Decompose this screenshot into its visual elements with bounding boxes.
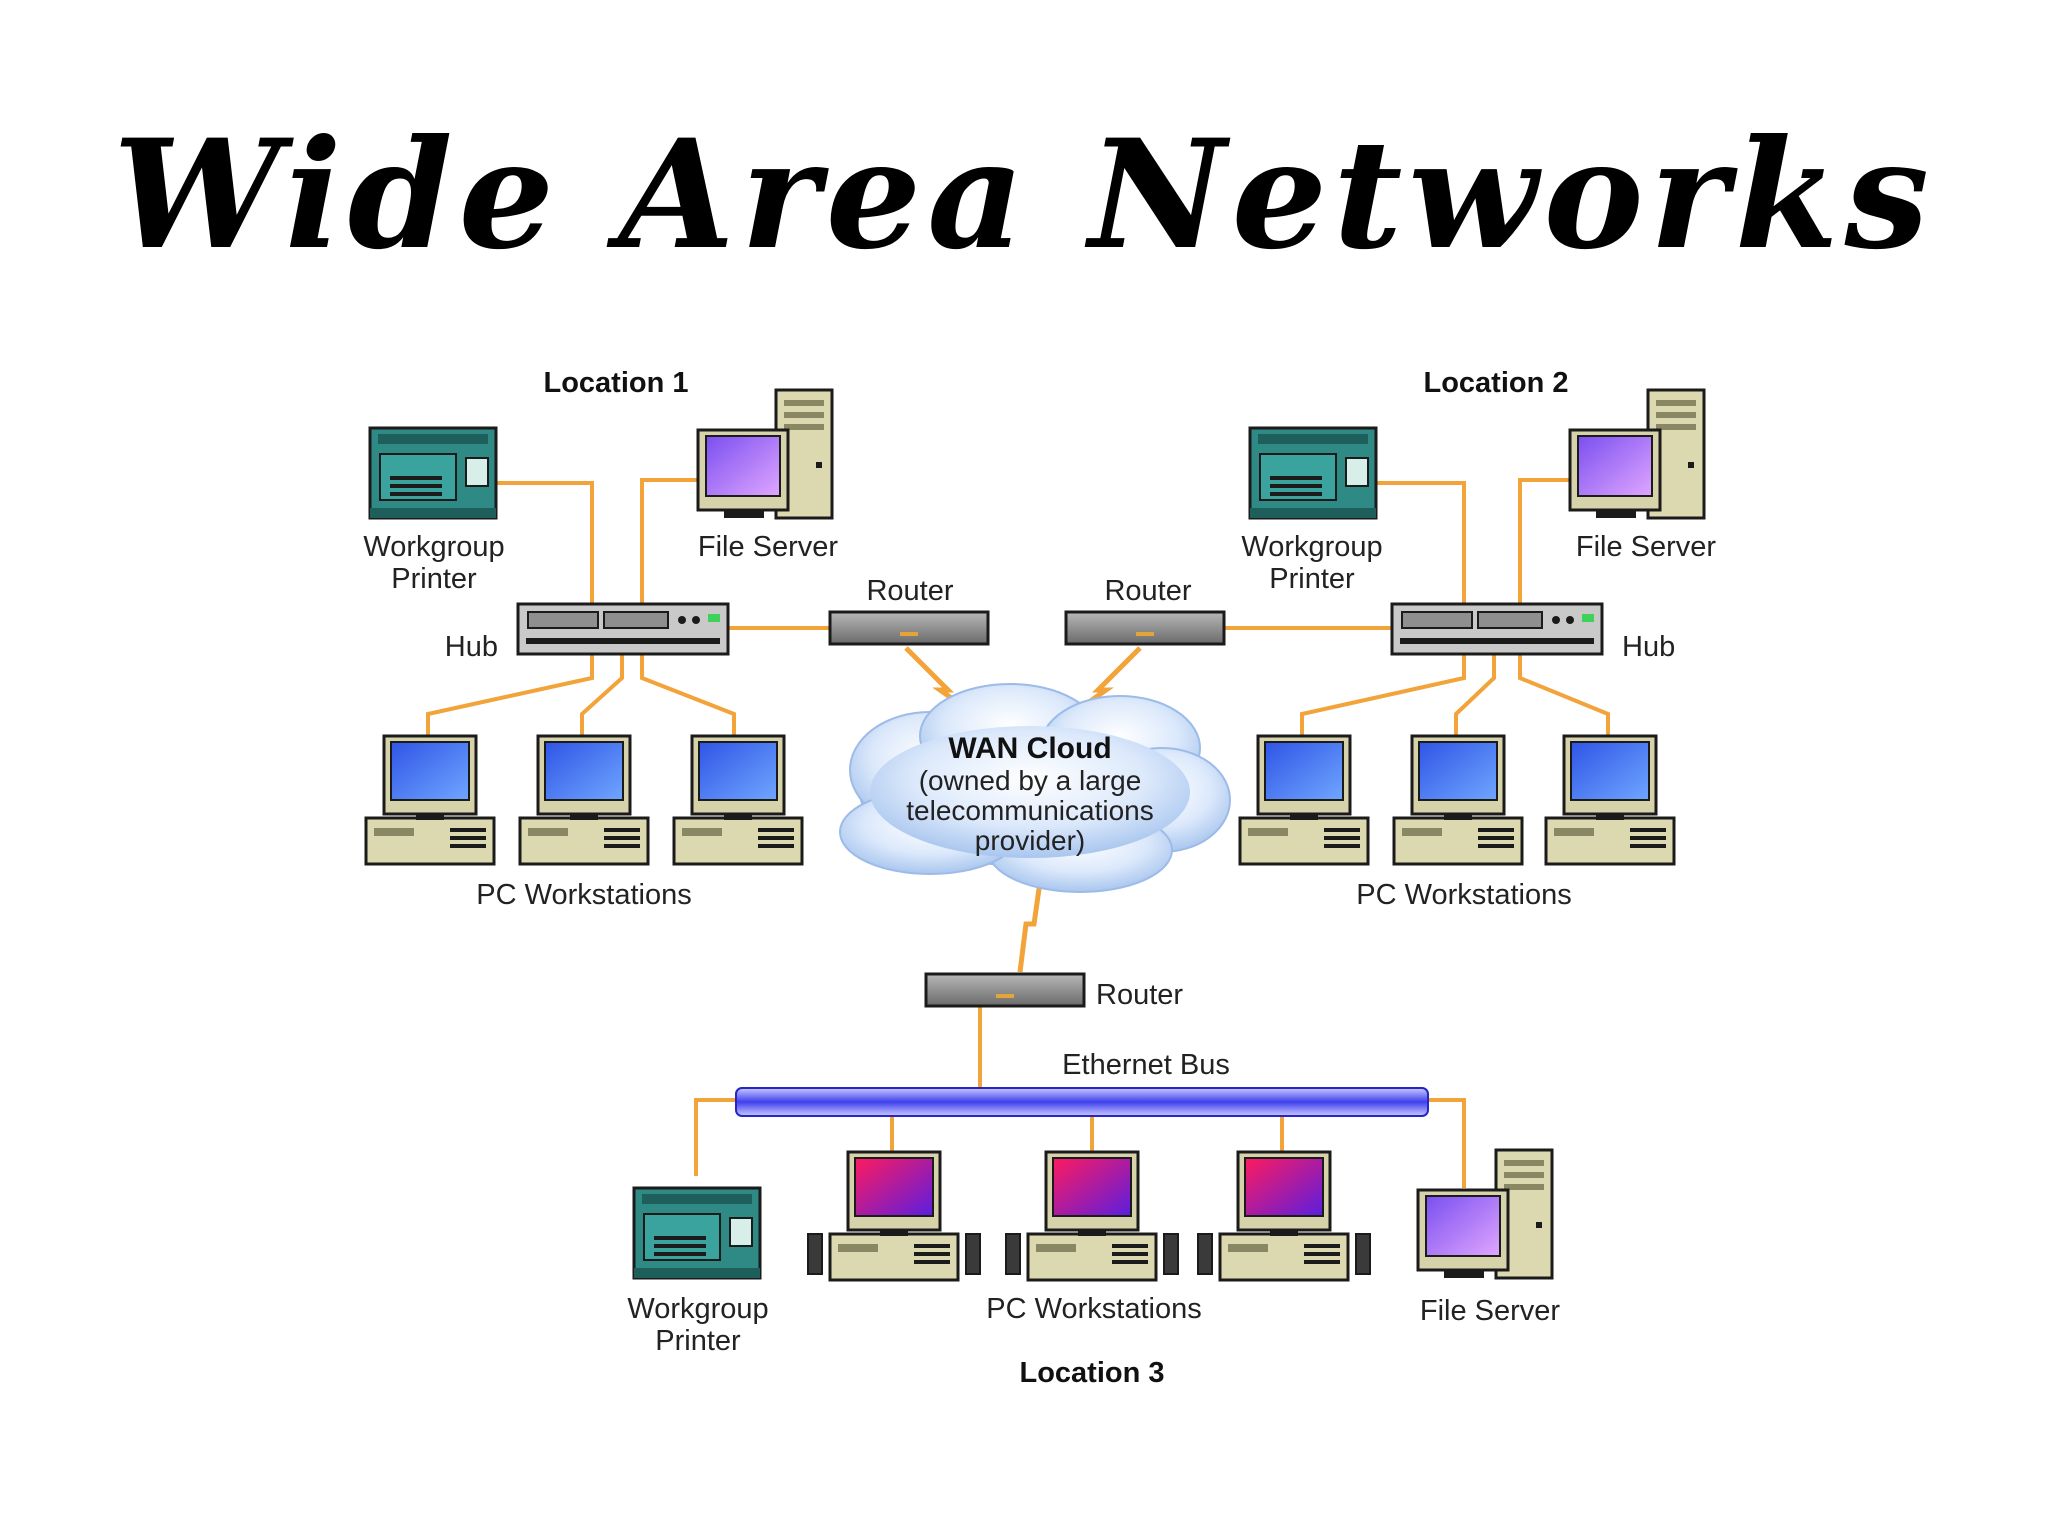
cloud-line-2: telecommunications — [906, 795, 1153, 826]
printer-icon — [368, 426, 498, 520]
cable-loc2-printer-hub — [1366, 481, 1466, 610]
router-icon — [924, 972, 1086, 1008]
loc1-workstations-label: PC Workstations — [476, 879, 691, 911]
pc-workstation-icon — [806, 1150, 982, 1282]
cable-loc2-hub-pc2 — [1454, 652, 1496, 736]
loc2-router-label: Router — [1104, 575, 1191, 607]
cloud-title: WAN Cloud — [948, 732, 1111, 765]
cable-loc3-bus-printer — [694, 1098, 736, 1176]
file-server-icon — [1568, 388, 1706, 520]
cable-loc2-server-hub — [1518, 478, 1570, 610]
cloud-icon — [839, 683, 1231, 893]
page-title: Wide Area Networks — [112, 107, 1935, 283]
loc2-server-label: File Server — [1576, 531, 1717, 563]
file-server-icon — [1416, 1148, 1554, 1280]
cable-loc1-hub-pc3 — [640, 652, 736, 736]
location-1-heading: Location 1 — [543, 367, 688, 399]
printer-icon — [1248, 426, 1378, 520]
wan-cloud: WAN Cloud (owned by a large telecommunic… — [839, 683, 1231, 893]
pc-workstation-icon — [1544, 734, 1676, 866]
cable-loc1-hub-pc2 — [580, 652, 624, 736]
pc-workstation-icon — [518, 734, 650, 866]
router-icon — [828, 610, 990, 646]
loc3-bus-label: Ethernet Bus — [1062, 1049, 1230, 1081]
loc1-router-label: Router — [866, 575, 953, 607]
loc3-server-label: File Server — [1420, 1295, 1561, 1327]
printer-icon — [632, 1186, 762, 1280]
wan-link-router3 — [1017, 867, 1045, 973]
pc-workstation-icon — [1392, 734, 1524, 866]
loc2-hub-label: Hub — [1622, 631, 1675, 663]
cloud-line-3: provider) — [975, 825, 1085, 856]
hub-icon — [1390, 602, 1604, 656]
pc-workstation-icon — [1238, 734, 1370, 866]
location-2-heading: Location 2 — [1423, 367, 1568, 399]
loc1-hub-label: Hub — [445, 631, 498, 663]
cable-loc1-printer-hub — [494, 481, 594, 610]
loc3-printer-label-1: Workgroup — [627, 1293, 768, 1325]
pc-workstation-icon — [672, 734, 804, 866]
loc1-printer-label-1: Workgroup — [363, 531, 504, 563]
loc1-server-label: File Server — [698, 531, 839, 563]
hub-icon — [516, 602, 730, 656]
loc1-printer-label-2: Printer — [391, 563, 477, 595]
router-icon — [1064, 610, 1226, 646]
loc3-workstations-label: PC Workstations — [986, 1293, 1201, 1325]
pc-workstation-icon — [1004, 1150, 1180, 1282]
loc2-workstations-label: PC Workstations — [1356, 879, 1571, 911]
loc2-printer-label-2: Printer — [1269, 563, 1355, 595]
loc3-printer-label-2: Printer — [655, 1325, 741, 1357]
cables — [426, 478, 1610, 1188]
loc3-router-label: Router — [1096, 979, 1183, 1011]
cable-loc1-server-hub — [640, 478, 698, 610]
cable-loc1-hub-pc1 — [426, 652, 594, 736]
cable-loc2-hub-pc3 — [1518, 652, 1610, 736]
cable-loc2-hub-pc1 — [1300, 652, 1466, 736]
location-2: Location 2 Workgroup Printer File Server… — [1064, 367, 1717, 911]
ethernet-bus — [735, 1087, 1429, 1117]
location-1: Location 1 Workgroup Printer File Server… — [363, 367, 990, 911]
location-3: Router Ethernet Bus Workgroup Printer PC… — [627, 972, 1561, 1389]
file-server-icon — [696, 388, 834, 520]
pc-workstation-icon — [364, 734, 496, 866]
location-3-heading: Location 3 — [1019, 1357, 1164, 1389]
pc-workstation-icon — [1196, 1150, 1372, 1282]
cable-loc3-bus-server — [1426, 1098, 1466, 1188]
cloud-line-1: (owned by a large — [919, 765, 1142, 796]
loc2-printer-label-1: Workgroup — [1241, 531, 1382, 563]
